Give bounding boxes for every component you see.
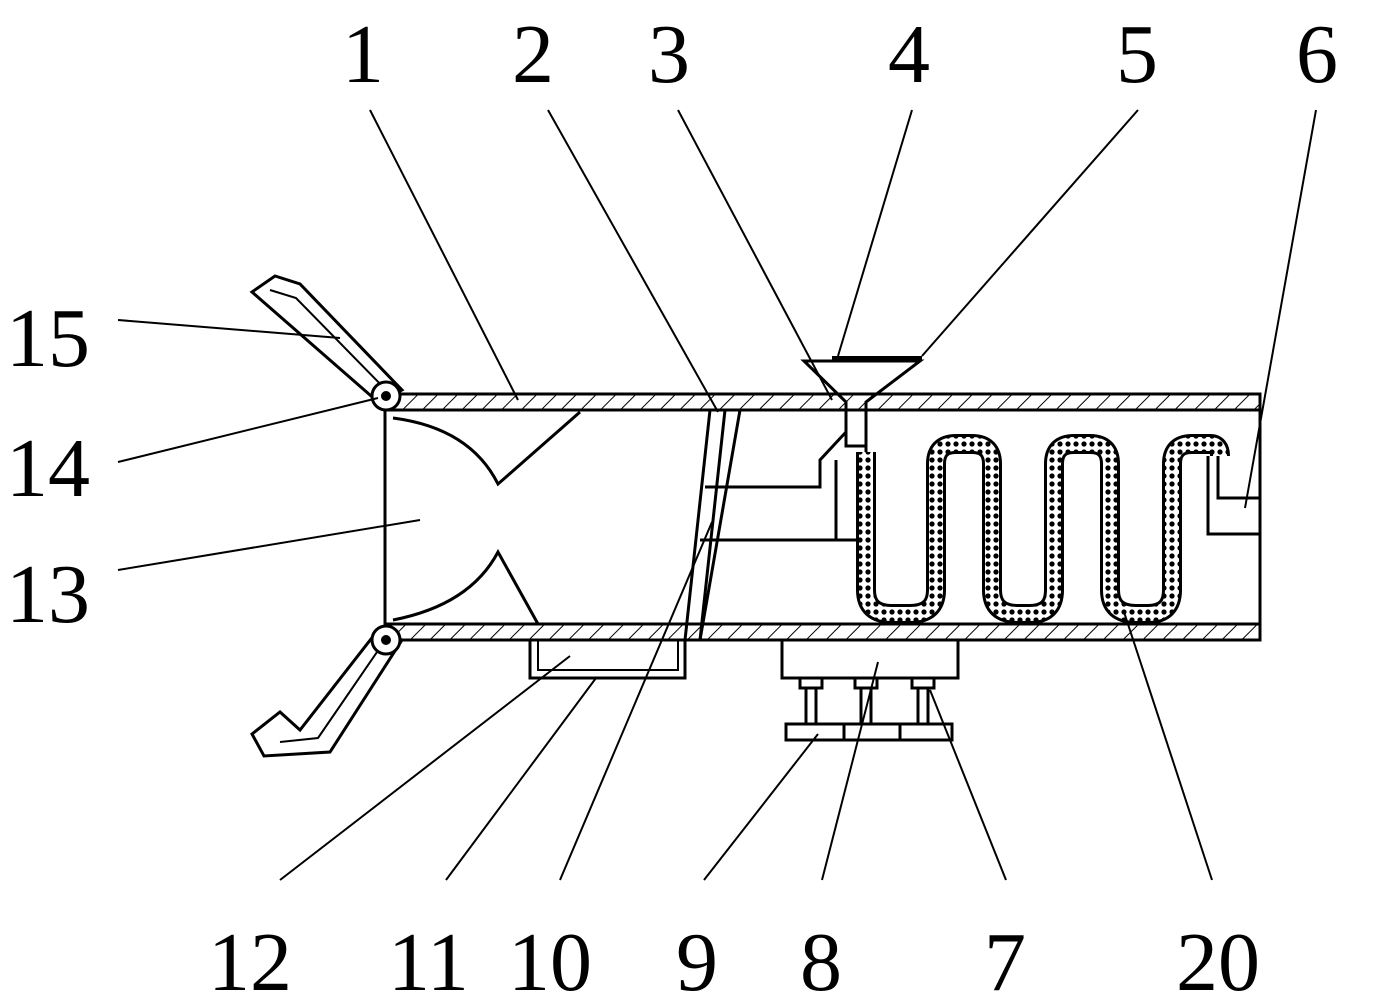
label-8: 8 xyxy=(800,916,842,1000)
funnel-lid xyxy=(832,356,922,361)
label-13: 13 xyxy=(6,548,90,641)
hinged-flaps xyxy=(249,274,405,758)
label-1: 1 xyxy=(342,8,384,101)
baffle-plate xyxy=(683,408,742,642)
label-4: 4 xyxy=(888,8,930,101)
label-2: 2 xyxy=(512,8,554,101)
label-7: 7 xyxy=(984,916,1026,1000)
collection-box xyxy=(528,640,687,680)
leader-lines xyxy=(117,109,1317,881)
label-3: 3 xyxy=(648,8,690,101)
label-6: 6 xyxy=(1296,8,1338,101)
label-5: 5 xyxy=(1116,8,1158,101)
label-15: 15 xyxy=(6,292,90,385)
serpentine-coil xyxy=(856,434,1230,624)
label-14: 14 xyxy=(6,422,90,515)
inlet-deflectors xyxy=(392,410,581,625)
label-10: 10 xyxy=(508,916,592,1000)
label-9: 9 xyxy=(676,916,718,1000)
reference-numerals: 1 2 3 4 5 6 15 14 13 12 11 10 9 8 7 20 xyxy=(6,8,1338,1005)
label-12: 12 xyxy=(208,916,292,1000)
label-11: 11 xyxy=(388,916,469,1000)
main-tube xyxy=(383,392,1262,642)
funnel xyxy=(700,356,925,542)
label-20: 20 xyxy=(1176,916,1260,1000)
